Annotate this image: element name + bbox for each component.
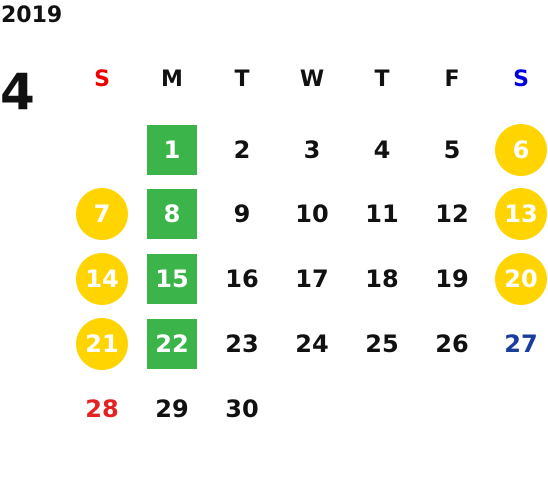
day-cell-16[interactable]: 16 [225, 265, 259, 293]
day-cell-17[interactable]: 17 [295, 265, 329, 293]
day-cell-12[interactable]: 12 [435, 200, 469, 228]
day-cell-26[interactable]: 26 [435, 330, 469, 358]
calendar-year: 2019 [1, 3, 63, 28]
weekday-label: T [234, 67, 250, 92]
weekday-label: S [94, 67, 110, 92]
day-cell-11[interactable]: 11 [365, 200, 399, 228]
calendar-month: 4 [0, 63, 35, 121]
weekday-label: W [299, 67, 325, 92]
day-cell-23[interactable]: 23 [225, 330, 259, 358]
day-cell-6[interactable]: 6 [495, 124, 547, 176]
day-cell-2[interactable]: 2 [233, 136, 251, 164]
day-cell-24[interactable]: 24 [295, 330, 329, 358]
weekday-label: S [513, 67, 529, 92]
day-cell-4[interactable]: 4 [373, 136, 391, 164]
day-cell-14[interactable]: 14 [76, 253, 128, 305]
day-cell-30[interactable]: 30 [225, 395, 259, 423]
day-cell-5[interactable]: 5 [443, 136, 461, 164]
day-cell-27[interactable]: 27 [504, 330, 538, 358]
day-cell-15[interactable]: 15 [147, 254, 197, 304]
day-cell-19[interactable]: 19 [435, 265, 469, 293]
day-cell-22[interactable]: 22 [147, 319, 197, 369]
day-cell-10[interactable]: 10 [295, 200, 329, 228]
day-cell-25[interactable]: 25 [365, 330, 399, 358]
day-cell-28[interactable]: 28 [85, 395, 119, 423]
day-cell-1[interactable]: 1 [147, 125, 197, 175]
day-cell-29[interactable]: 29 [155, 395, 189, 423]
weekday-label: F [444, 67, 460, 92]
day-cell-13[interactable]: 13 [495, 188, 547, 240]
day-cell-9[interactable]: 9 [233, 200, 251, 228]
weekday-label: T [374, 67, 390, 92]
day-cell-21[interactable]: 21 [76, 318, 128, 370]
day-cell-18[interactable]: 18 [365, 265, 399, 293]
day-cell-7[interactable]: 7 [76, 188, 128, 240]
day-cell-3[interactable]: 3 [303, 136, 321, 164]
day-cell-8[interactable]: 8 [147, 189, 197, 239]
day-cell-20[interactable]: 20 [495, 253, 547, 305]
weekday-label: M [161, 67, 183, 92]
